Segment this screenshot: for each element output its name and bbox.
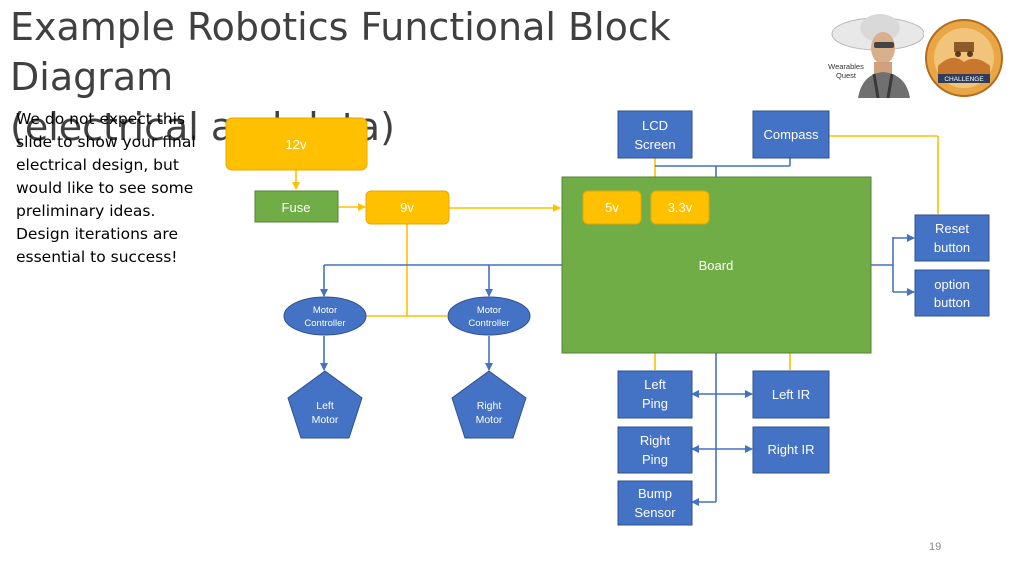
block-reset-button: Reset button bbox=[914, 214, 990, 262]
block-fuse-label: Fuse bbox=[282, 200, 311, 215]
block-9v-label: 9v bbox=[400, 200, 414, 215]
left-ir-label: Left IR bbox=[772, 387, 810, 402]
block-12v: 12v bbox=[225, 117, 368, 171]
data-connectors bbox=[320, 158, 915, 506]
note-line: preliminary ideas. bbox=[16, 202, 156, 220]
bump-line2: Sensor bbox=[634, 505, 676, 520]
brand-line-1: Wearables bbox=[828, 62, 864, 71]
block-motor-controller-right: Motor Controller bbox=[447, 296, 531, 336]
lcd-label-line2: Screen bbox=[634, 137, 675, 152]
block-motor-controller-left: Motor Controller bbox=[283, 296, 367, 336]
reset-label-line1: Reset bbox=[935, 221, 969, 236]
block-left-ir: Left IR bbox=[752, 370, 830, 419]
block-bump-sensor: Bump Sensor bbox=[617, 480, 693, 526]
lcd-label-line1: LCD bbox=[642, 118, 668, 133]
note-line: essential to success! bbox=[16, 248, 178, 266]
note-line: would like to see some bbox=[16, 179, 194, 197]
brand-label: Wearables Quest bbox=[824, 62, 868, 80]
block-3v3-label: 3.3v bbox=[668, 200, 693, 215]
right-motor-line1: Right bbox=[477, 400, 502, 412]
block-left-ping: Left Ping bbox=[617, 370, 693, 419]
reset-label-line2: button bbox=[934, 240, 970, 255]
block-right-ping: Right Ping bbox=[617, 426, 693, 474]
note-line: Design iterations are bbox=[16, 225, 178, 243]
badge-text: CHALLENGE bbox=[944, 76, 984, 83]
motor-ctrl-2-line2: Controller bbox=[468, 318, 509, 329]
power-connectors bbox=[292, 135, 939, 370]
block-compass: Compass bbox=[752, 110, 830, 159]
left-ping-line2: Ping bbox=[642, 396, 668, 411]
page-number: 19 bbox=[929, 541, 942, 553]
block-lcd-screen: LCD Screen bbox=[617, 110, 693, 159]
block-board-label: Board bbox=[699, 258, 734, 273]
note-line: We do not expect this bbox=[16, 110, 186, 128]
block-option-button: option button bbox=[914, 269, 990, 317]
block-left-motor: Left Motor bbox=[287, 370, 363, 439]
slide-note: We do not expect this slide to show your… bbox=[16, 108, 216, 269]
left-motor-line1: Left bbox=[316, 400, 334, 412]
left-motor-line2: Motor bbox=[312, 414, 339, 426]
right-motor-line2: Motor bbox=[476, 414, 503, 426]
note-line: electrical design, but bbox=[16, 156, 179, 174]
wearables-quest-logo bbox=[831, 14, 924, 98]
left-ping-line1: Left bbox=[644, 377, 666, 392]
block-5v: 5v bbox=[582, 190, 642, 225]
option-label-line1: option bbox=[934, 277, 969, 292]
motor-ctrl-2-line1: Motor bbox=[477, 305, 501, 316]
right-ping-line2: Ping bbox=[642, 452, 668, 467]
block-3v3: 3.3v bbox=[650, 190, 710, 225]
motor-ctrl-1-line2: Controller bbox=[304, 318, 345, 329]
block-5v-label: 5v bbox=[605, 200, 619, 215]
brand-line-2: Quest bbox=[835, 71, 856, 80]
title-line-1: Example Robotics Functional Block Diagra… bbox=[10, 5, 671, 99]
compass-label: Compass bbox=[764, 127, 819, 142]
bump-line1: Bump bbox=[638, 486, 672, 501]
block-right-motor: Right Motor bbox=[451, 370, 527, 439]
note-line: slide to show your final bbox=[16, 133, 196, 151]
block-9v: 9v bbox=[365, 190, 450, 225]
block-right-ir: Right IR bbox=[752, 426, 830, 474]
block-12v-label: 12v bbox=[286, 137, 307, 152]
motor-ctrl-1-line1: Motor bbox=[313, 305, 337, 316]
option-label-line2: button bbox=[934, 295, 970, 310]
block-fuse: Fuse bbox=[254, 190, 339, 223]
right-ir-label: Right IR bbox=[768, 442, 815, 457]
right-ping-line1: Right bbox=[640, 433, 671, 448]
challenge-badge-logo: CHALLENGE bbox=[925, 19, 1003, 97]
